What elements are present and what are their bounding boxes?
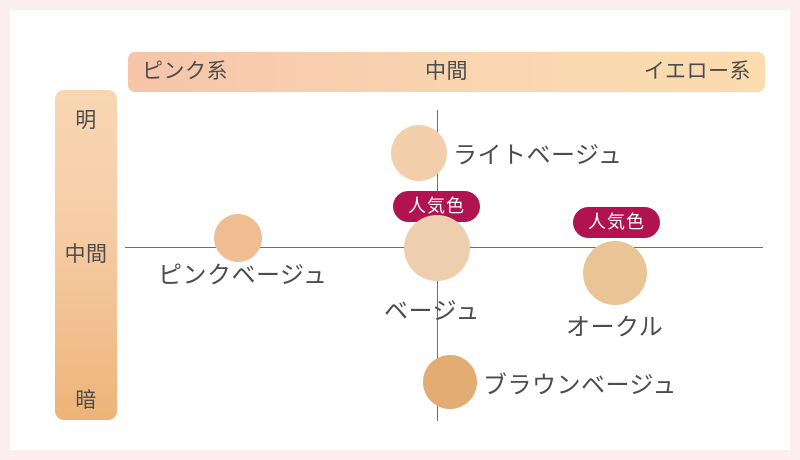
hue-axis-label-middle: 中間 (425, 60, 468, 83)
hue-axis-label-yellow: イエロー系 (643, 60, 751, 83)
bubble-label-beige: ベージュ (384, 298, 480, 325)
bubble-label-light-beige: ライトベージュ (453, 142, 623, 169)
hue-axis-band: ピンク系 中間 イエロー系 (128, 52, 765, 92)
hue-axis-label-pink: ピンク系 (142, 60, 228, 83)
brightness-axis-band: 明 中間 暗 (55, 90, 117, 420)
bubble-label-brown-beige: ブラウンベージュ (483, 372, 677, 399)
color-chart-canvas: ピンク系 中間 イエロー系 明 中間 暗 ライトベージュ ピンクベージュ 人気色… (10, 10, 790, 450)
popular-badge-ochre: 人気色 (573, 207, 660, 238)
bubble-brown-beige[interactable] (423, 355, 477, 409)
bubble-label-ochre: オークル (566, 314, 664, 341)
brightness-axis-label-bright: 明 (75, 109, 97, 132)
brightness-axis-label-middle: 中間 (64, 243, 108, 266)
brightness-axis-label-dark: 暗 (75, 389, 97, 412)
bubble-pink-beige[interactable] (214, 214, 262, 262)
bubble-ochre[interactable] (583, 241, 647, 305)
bubble-label-pink-beige: ピンクベージュ (158, 262, 328, 289)
bubble-light-beige[interactable] (391, 125, 447, 181)
bubble-beige[interactable] (404, 215, 470, 281)
